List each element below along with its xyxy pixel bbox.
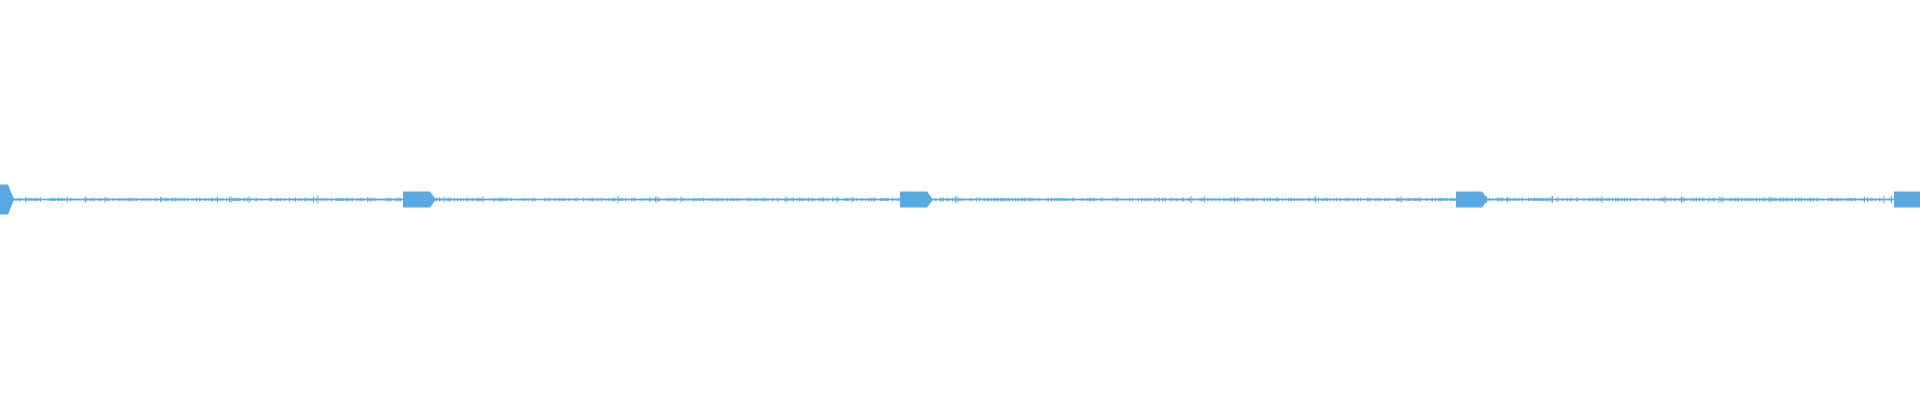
waveform-burst-2 [403, 191, 436, 208]
waveform-burst-1 [0, 184, 14, 215]
waveform-burst-5 [1894, 191, 1920, 208]
waveform-burst-3 [900, 191, 933, 208]
waveform-burst-4 [1456, 191, 1488, 208]
waveform-bursts [0, 184, 1920, 215]
